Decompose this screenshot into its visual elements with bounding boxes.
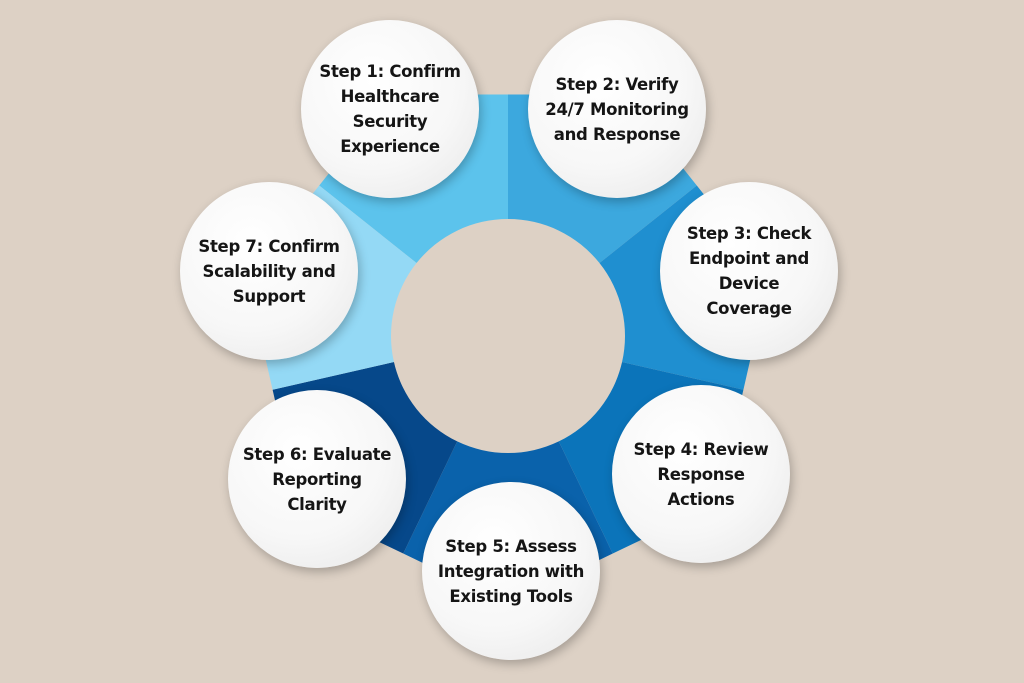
step-1-circle: Step 1: Confirm Healthcare Security Expe… [301, 20, 479, 198]
step-4-label: Step 4: Review Response Actions [633, 439, 769, 509]
step-3-circle: Step 3: Check Endpoint and Device Covera… [660, 182, 838, 360]
step-3-label: Step 3: Check Endpoint and Device Covera… [686, 224, 812, 318]
step-6-circle: Step 6: Evaluate Reporting Clarity [228, 390, 406, 568]
step-1-label: Step 1: Confirm Healthcare Security Expe… [319, 62, 461, 156]
step-5-label: Step 5: Assess Integration with Existing… [437, 536, 585, 606]
step-7-label: Step 7: Confirm Scalability and Support [198, 236, 340, 306]
step-4-circle: Step 4: Review Response Actions [612, 385, 790, 563]
step-2-circle: Step 2: Verify 24/7 Monitoring and Respo… [528, 20, 706, 198]
step-6-label: Step 6: Evaluate Reporting Clarity [242, 444, 392, 514]
step-2-label: Step 2: Verify 24/7 Monitoring and Respo… [545, 74, 689, 144]
step-5-circle: Step 5: Assess Integration with Existing… [422, 482, 600, 660]
step-7-circle: Step 7: Confirm Scalability and Support [180, 182, 358, 360]
